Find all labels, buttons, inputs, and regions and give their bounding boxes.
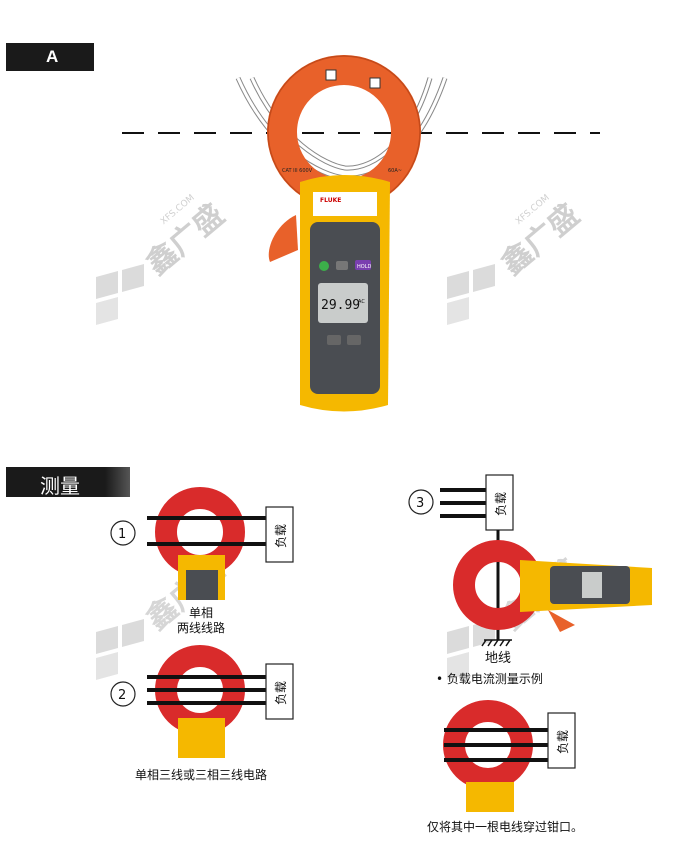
d2-load-box <box>265 663 294 720</box>
d3-load-box <box>485 474 514 531</box>
d2-number: 2 <box>118 688 126 703</box>
d1-meter-face <box>186 570 218 600</box>
watermark-text-1: 鑫广盛 <box>140 197 231 282</box>
d4-meter <box>466 782 514 812</box>
d3-trigger <box>548 610 575 632</box>
watermark-logo-3 <box>96 619 144 680</box>
d3-meter-display <box>582 572 602 598</box>
section-a-tag: A <box>6 43 94 71</box>
range-button[interactable] <box>327 335 341 345</box>
d3-number: 3 <box>416 496 424 511</box>
jaw-rating-right: 60A~ <box>388 168 402 174</box>
d4-load-box <box>547 712 576 769</box>
d3-caption: • 负载电流测量示例 <box>436 672 543 686</box>
section-measure-label: 测量 <box>40 474 80 498</box>
d1-number: 1 <box>118 527 126 542</box>
section-a-label: A <box>46 47 59 66</box>
watermark-text-2: 鑫广盛 <box>495 197 586 282</box>
d2-meter <box>178 718 225 758</box>
hold-button-label: HOLD <box>357 264 371 270</box>
jaw-rating-left: CAT III 600V <box>282 168 313 174</box>
d4-caption: 仅将其中一根电线穿过钳口。 <box>426 820 583 834</box>
d1-number-circle <box>110 520 136 546</box>
d1-load-box <box>265 506 294 563</box>
meter-brand: FLUKE <box>320 197 341 204</box>
d3-number-circle <box>408 489 434 515</box>
section-measure-tag: 测量 <box>6 467 130 498</box>
mode-button[interactable] <box>347 335 361 345</box>
d2-load-label: 负载 <box>274 681 288 705</box>
watermark-logo-1 <box>96 264 144 325</box>
display-value: 29.99 <box>321 298 360 313</box>
d3-ground-label: 地线 <box>484 651 511 666</box>
clamp-trigger <box>268 215 298 262</box>
d1-load-label: 负载 <box>274 524 288 548</box>
power-button[interactable] <box>319 261 329 271</box>
backlight-button[interactable] <box>336 261 348 270</box>
d2-caption: 单相三线或三相三线电路 <box>134 768 267 782</box>
d1-caption-line2: 两线线路 <box>176 621 225 635</box>
watermark-logo-2 <box>447 264 495 325</box>
meter-display <box>318 283 368 323</box>
d2-number-circle <box>110 681 136 707</box>
d1-caption-line1: 单相 <box>188 606 213 620</box>
hold-button[interactable] <box>355 260 371 270</box>
ground-symbol <box>481 639 512 647</box>
display-unit: AC <box>358 299 365 305</box>
d3-load-label: 负载 <box>494 492 508 516</box>
d4-load-label: 负载 <box>556 730 570 754</box>
